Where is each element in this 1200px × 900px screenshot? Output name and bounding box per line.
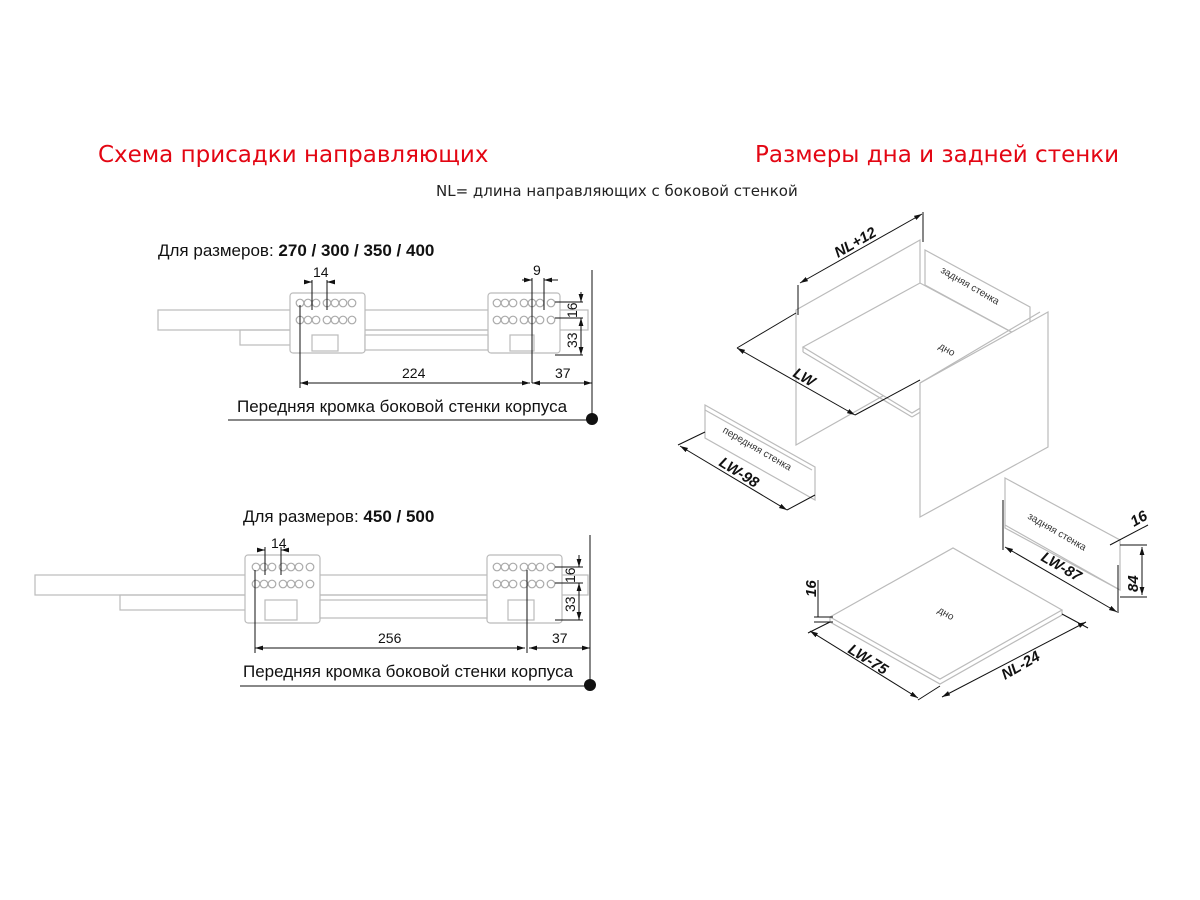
- mounting-hole: [311, 298, 321, 308]
- sizes-values: 450 / 500: [363, 507, 434, 526]
- mounting-hole: [535, 579, 545, 589]
- nl-note: NL= длина направляющих с боковой стенкой: [436, 182, 798, 200]
- mounting-hole: [492, 298, 502, 308]
- dim-33: 33: [564, 332, 580, 348]
- front-wall-part: передняя стенка LW-98: [677, 403, 816, 511]
- mounting-hole: [267, 579, 277, 589]
- mounting-hole: [519, 562, 529, 572]
- back-wall-part: задняя стенка LW-87 84 16: [1002, 476, 1152, 613]
- mounting-hole: [330, 298, 340, 308]
- mounting-hole: [500, 579, 510, 589]
- front-edge-dot: [586, 413, 598, 425]
- dim-84: 84: [1125, 575, 1142, 592]
- dim-nl-plus-12: NL+12: [832, 224, 880, 262]
- mounting-hole: [500, 562, 510, 572]
- mechanism: [319, 599, 488, 619]
- dim-224: 224: [402, 365, 426, 381]
- sizes-prefix: Для размеров:: [158, 241, 278, 260]
- mounting-hole: [305, 579, 315, 589]
- drawer-isometric: дно задняя стенка NL+12 LW: [736, 212, 1049, 519]
- bracket-rear: [244, 554, 321, 624]
- dim-16-back: 16: [1128, 507, 1152, 530]
- clip: [311, 334, 339, 352]
- sizes-label: Для размеров: 270 / 300 / 350 / 400: [158, 241, 434, 260]
- mounting-hole: [500, 315, 510, 325]
- mounting-hole: [347, 298, 357, 308]
- mounting-hole: [492, 562, 502, 572]
- mounting-hole: [338, 298, 348, 308]
- dim-14: 14: [271, 535, 287, 551]
- mounting-hole: [527, 579, 537, 589]
- clip: [507, 599, 535, 621]
- dim-37: 37: [552, 630, 568, 646]
- title-right: Размеры дна и задней стенки: [755, 142, 1119, 168]
- mounting-hole: [259, 579, 269, 589]
- side-panel-right: [919, 310, 1049, 519]
- mounting-hole: [251, 562, 261, 572]
- dim-14: 14: [313, 264, 329, 280]
- mounting-hole: [492, 579, 502, 589]
- mounting-hole: [330, 315, 340, 325]
- dim-9: 9: [533, 262, 541, 278]
- bracket-front: [486, 554, 563, 624]
- mounting-hole: [519, 298, 529, 308]
- mounting-hole: [508, 315, 518, 325]
- sizes-label: Для размеров: 450 / 500: [243, 507, 434, 526]
- mounting-hole: [303, 315, 313, 325]
- holes: [251, 562, 556, 589]
- mounting-hole: [546, 562, 556, 572]
- mounting-hole: [286, 562, 296, 572]
- mounting-hole: [305, 562, 315, 572]
- mounting-hole: [294, 579, 304, 589]
- dim-37: 37: [555, 365, 571, 381]
- mounting-hole: [278, 562, 288, 572]
- mounting-hole: [546, 298, 556, 308]
- front-edge-label: Передняя кромка боковой стенки корпуса: [243, 662, 574, 681]
- mounting-hole: [267, 562, 277, 572]
- front-edge-dot: [584, 679, 596, 691]
- scheme-450-500: Для размеров: 450 / 500 14 16 33 256 37 …: [34, 507, 596, 691]
- mechanism: [364, 334, 489, 351]
- mounting-hole: [278, 579, 288, 589]
- mounting-hole: [519, 315, 529, 325]
- mounting-hole: [347, 315, 357, 325]
- mounting-hole: [286, 579, 296, 589]
- sizes-values: 270 / 300 / 350 / 400: [278, 241, 434, 260]
- dim-nl-24: NL-24: [999, 648, 1044, 684]
- mounting-hole: [322, 315, 332, 325]
- mounting-hole: [500, 298, 510, 308]
- mounting-hole: [311, 315, 321, 325]
- mounting-hole: [508, 298, 518, 308]
- mounting-hole: [508, 579, 518, 589]
- dim-256: 256: [378, 630, 402, 646]
- holes: [295, 298, 556, 325]
- mounting-hole: [535, 562, 545, 572]
- clip: [509, 334, 535, 352]
- mounting-hole: [294, 562, 304, 572]
- mounting-hole: [546, 579, 556, 589]
- title-left: Схема присадки направляющих: [98, 142, 489, 168]
- mounting-hole: [251, 579, 261, 589]
- bottom-part: дно 16 LW-75 NL-24: [803, 547, 1089, 701]
- scheme-270-400: Для размеров: 270 / 300 / 350 / 400 14 9…: [157, 241, 598, 425]
- dim-16-bottom: 16: [803, 580, 820, 597]
- mounting-hole: [535, 298, 545, 308]
- mounting-hole: [338, 315, 348, 325]
- clip: [264, 599, 298, 621]
- front-edge-label: Передняя кромка боковой стенки корпуса: [237, 397, 568, 416]
- mounting-hole: [546, 315, 556, 325]
- mounting-hole: [508, 562, 518, 572]
- mounting-hole: [535, 315, 545, 325]
- mounting-hole: [527, 562, 537, 572]
- mounting-hole: [259, 562, 269, 572]
- dim-16: 16: [562, 567, 578, 583]
- dim-33: 33: [562, 596, 578, 612]
- mounting-hole: [303, 298, 313, 308]
- mounting-hole: [492, 315, 502, 325]
- dim-16: 16: [564, 302, 580, 318]
- sizes-prefix: Для размеров:: [243, 507, 363, 526]
